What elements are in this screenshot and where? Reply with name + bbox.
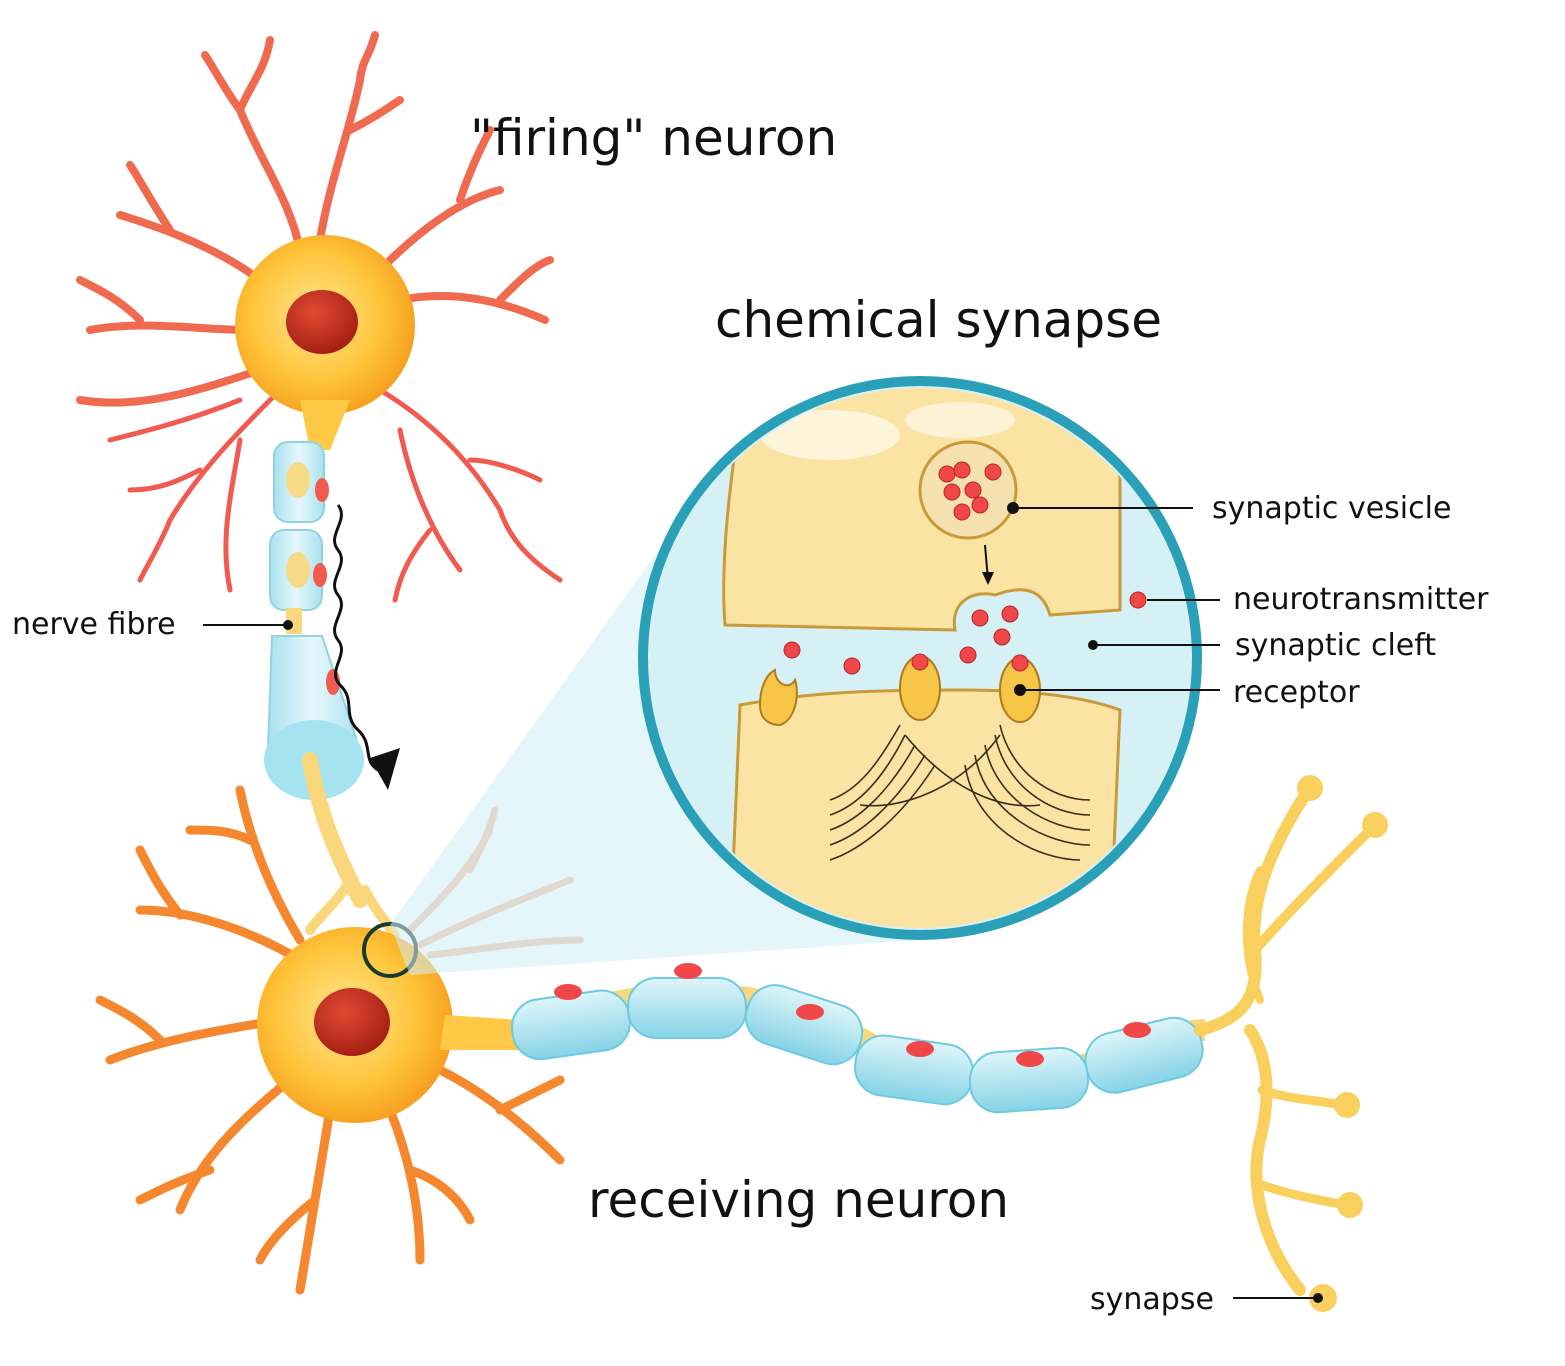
vesicle-neurotransmitters <box>938 461 1002 521</box>
label-synaptic-vesicle: synaptic vesicle <box>1212 491 1451 526</box>
postsynaptic-terminal <box>728 688 1122 928</box>
axon-terminal-buttons <box>1297 775 1388 1312</box>
firing-neuron-nucleus <box>286 290 358 354</box>
synapse-magnified-view <box>638 376 1202 940</box>
receiving-nerve-fibre <box>511 963 1206 1114</box>
firing-axon-hillock <box>300 400 350 450</box>
receptor-1 <box>758 668 798 727</box>
label-receptor: receptor <box>1233 675 1360 710</box>
label-nerve-fibre: nerve fibre <box>12 607 176 642</box>
signal-wave-arrow <box>333 504 379 772</box>
firing-neuron <box>76 31 563 940</box>
leader-lines <box>203 502 1323 1303</box>
label-neurotransmitter: neurotransmitter <box>1233 582 1489 617</box>
label-synapse: synapse <box>1090 1282 1214 1317</box>
label-synaptic-cleft: synaptic cleft <box>1235 628 1436 663</box>
postsynaptic-signal-arcs <box>829 724 1091 861</box>
receiving-neuron-nucleus <box>314 988 390 1056</box>
signal-arrow-head <box>370 748 400 790</box>
firing-neuron-dendrites <box>76 31 563 603</box>
firing-nerve-fibre <box>264 441 400 940</box>
title-receiving-neuron: receiving neuron <box>588 1171 1009 1229</box>
title-chemical-synapse: chemical synapse <box>715 291 1162 349</box>
receiving-neuron <box>95 775 1388 1312</box>
free-neurotransmitters <box>783 591 1147 675</box>
title-firing-neuron: "firing" neuron <box>470 109 837 167</box>
